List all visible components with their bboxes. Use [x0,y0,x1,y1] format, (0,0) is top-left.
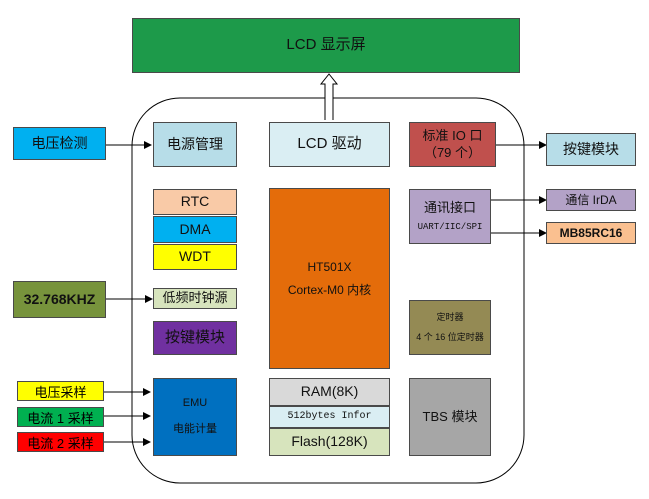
tbs-block: TBS 模块 [409,378,491,456]
lcd-display-block: LCD 显示屏 [132,18,520,73]
crystal-block: 32.768KHZ [13,281,106,318]
lcd-hollow-arrow [319,73,339,120]
irda-block: 通信 IrDA [546,189,636,211]
dma-block: DMA [153,216,237,243]
key-module-inner-block: 按键模块 [153,321,237,355]
power-management-block: 电源管理 [153,122,237,167]
std-io-block: 标准 IO 口 （79 个） [409,122,496,167]
mb85-block: MB85RC16 [546,222,636,244]
flash-block: Flash(128K) [269,428,390,456]
low-freq-clock-block: 低频时钟源 [153,288,237,309]
emu-block: EMU 电能计量 [153,378,237,456]
current1-sample-block: 电流 1 采样 [17,407,104,427]
voltage-detect-block: 电压检测 [13,127,106,160]
wdt-block: WDT [153,244,237,270]
timer-block: 定时器 4 个 16 位定时器 [409,300,491,355]
core-block: HT501X Cortex-M0 内核 [269,188,390,369]
comm-interface-block: 通讯接口 UART/IIC/SPI [409,189,491,244]
current2-sample-block: 电流 2 采样 [17,432,104,452]
info-block: 512bytes Infor [269,406,390,428]
lcd-driver-block: LCD 驱动 [269,122,390,167]
ram-block: RAM(8K) [269,378,390,406]
key-module-block: 按键模块 [546,133,636,166]
voltage-sample-block: 电压采样 [17,381,104,401]
rtc-block: RTC [153,189,237,215]
